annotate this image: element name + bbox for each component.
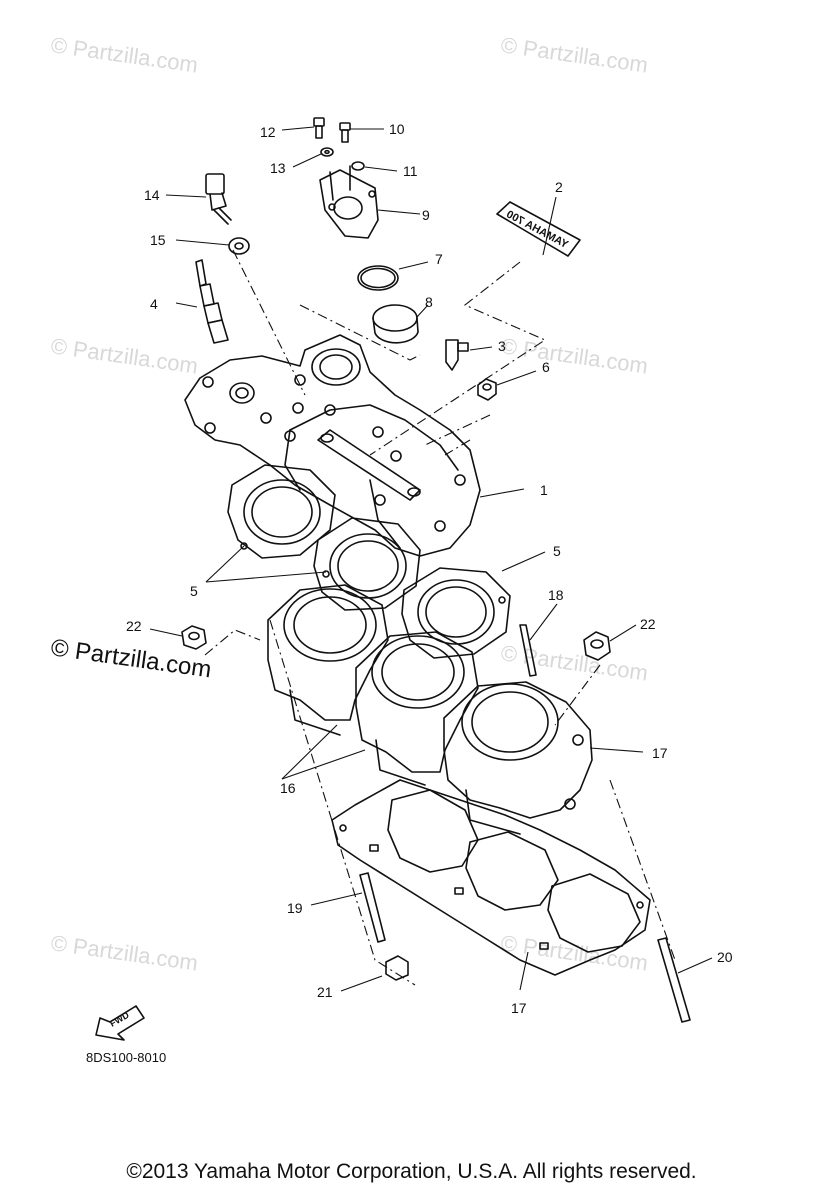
callout-7: 7 (435, 251, 443, 267)
callout-20: 20 (717, 949, 733, 965)
fwd-label: FWD (108, 1010, 131, 1029)
fwd-arrow: FWD (95, 1005, 145, 1041)
thermostat-cover-9 (319, 165, 379, 239)
copyright-notice: ©2013 Yamaha Motor Corporation, U.S.A. A… (126, 1160, 697, 1183)
callout-16: 16 (280, 780, 296, 796)
cap-nut-21 (385, 955, 409, 981)
stud-19 (359, 872, 386, 943)
head-gasket-5-right (401, 567, 511, 659)
nut-22-left (181, 625, 207, 650)
callout-22-right: 22 (640, 616, 656, 632)
callout-14: 14 (144, 187, 160, 203)
watermark: © Partzilla.com (499, 333, 649, 378)
nut-22-right (583, 631, 611, 661)
spark-plug-4 (195, 259, 229, 344)
callout-10: 10 (389, 121, 405, 137)
callout-9: 9 (422, 207, 430, 223)
cylinder-16-left (267, 584, 389, 736)
head-gasket-5-left (227, 464, 336, 559)
callout-12: 12 (260, 124, 276, 140)
stud-18 (519, 624, 537, 677)
watermark: © Partzilla.com (49, 32, 199, 77)
bolt-12 (313, 117, 325, 139)
washer-15 (228, 237, 250, 255)
watermark-primary: © Partzilla.com (49, 634, 213, 683)
callout-17-bottom: 17 (511, 1000, 527, 1016)
diagram-code: 8DS100-8010 (86, 1050, 166, 1065)
base-gasket-17 (331, 779, 651, 976)
callout-1: 1 (540, 482, 548, 498)
callout-22-left: 22 (126, 618, 142, 634)
callout-15: 15 (150, 232, 166, 248)
callout-labels: 1 2 3 4 5 5 6 7 8 9 10 11 12 13 14 15 16… (126, 121, 733, 1016)
bolt-10 (339, 122, 351, 143)
callout-19: 19 (287, 900, 303, 916)
seal-8 (372, 304, 419, 344)
washer-13 (320, 147, 334, 157)
watermark: © Partzilla.com (499, 930, 649, 975)
cylinder-17-right (443, 681, 593, 835)
washer-11 (351, 161, 365, 171)
assembly-lines (204, 249, 676, 986)
leader-lines (149, 126, 713, 992)
callout-8: 8 (425, 294, 433, 310)
sensor-14 (205, 173, 232, 225)
nut-6 (477, 378, 497, 401)
watermark: © Partzilla.com (499, 32, 649, 77)
stud-20 (657, 937, 691, 1023)
watermark: © Partzilla.com (499, 640, 649, 685)
watermark: © Partzilla.com (49, 333, 199, 378)
watermark: © Partzilla.com (49, 930, 199, 975)
callout-2: 2 (555, 179, 563, 195)
callout-5-right: 5 (553, 543, 561, 559)
o-ring-7 (357, 265, 399, 291)
callout-4: 4 (150, 296, 158, 312)
emblem-2: YAMAHA 700 (496, 201, 581, 257)
callout-13: 13 (270, 160, 286, 176)
cylinder-head-1 (184, 334, 481, 557)
callout-3: 3 (498, 338, 506, 354)
callout-18: 18 (548, 587, 564, 603)
callout-5-left: 5 (190, 583, 198, 599)
fitting-3 (445, 339, 469, 371)
callout-17-right: 17 (652, 745, 668, 761)
callout-11: 11 (403, 163, 418, 179)
cylinder-16-middle (355, 631, 479, 786)
callout-21: 21 (317, 984, 333, 1000)
callout-6: 6 (542, 359, 550, 375)
